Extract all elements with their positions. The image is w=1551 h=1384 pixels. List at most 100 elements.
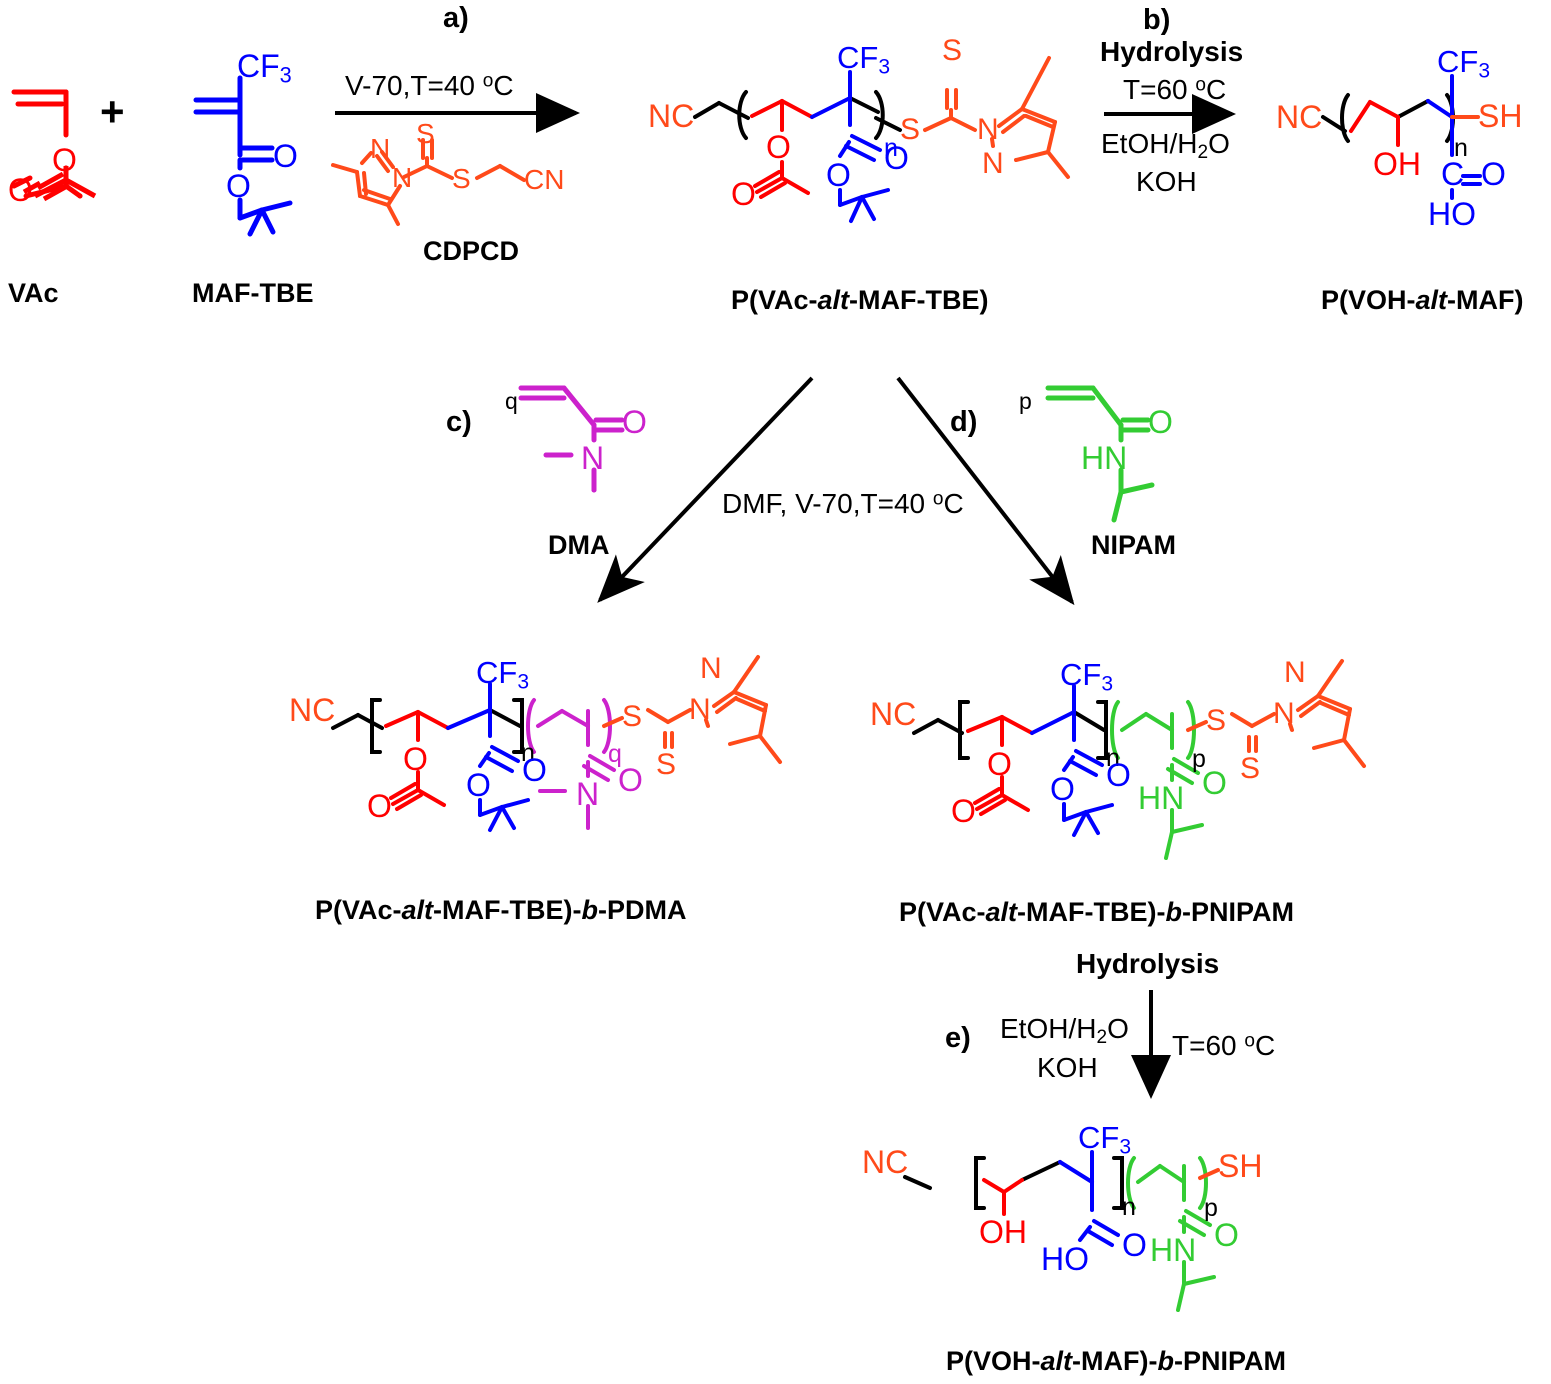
maf-tbe-caption: MAF-TBE <box>192 278 314 308</box>
nipam-carbonyl-oxygen: O <box>1148 404 1173 440</box>
p3-q-subscript: q <box>608 740 622 768</box>
condition-e-temp: T=60 oC <box>1172 1030 1276 1061</box>
vac-carbonyl-oxygen-label: O <box>8 172 33 208</box>
p4-maf-ester-oxygen: O <box>1050 771 1075 807</box>
p4-caption: P(VAc-alt-MAF-TBE)-b-PNIPAM <box>899 897 1294 927</box>
cdpcd-link-sulfur-label: S <box>452 163 471 194</box>
cdpcd-thiocarbonyl-sulfur-label: S <box>416 118 435 149</box>
p3-pyrazole-n2: N <box>700 652 722 685</box>
p3-nitrile-label: NC <box>289 692 336 728</box>
p5-maf-unit <box>1058 1150 1120 1247</box>
dma-repeat-q: q <box>505 388 518 414</box>
p4-nitrile-label: NC <box>870 696 917 732</box>
cdpcd-structure <box>331 138 526 226</box>
p3-dma-block <box>526 698 616 830</box>
p4-vac-ester-oxygen: O <box>987 746 1012 782</box>
dma-caption: DMA <box>548 530 610 560</box>
condition-b-temp: T=60 oC <box>1123 74 1227 105</box>
p1-pyrazole-n2: N <box>982 147 1004 180</box>
p1-vac-ester-oxygen: O <box>766 129 791 165</box>
p5-sh-end <box>1198 1168 1220 1180</box>
p1-link-sulfur: S <box>900 113 921 146</box>
p3-link-sulfur: S <box>622 700 643 733</box>
p5-n-subscript: n <box>1122 1193 1136 1221</box>
nipam-repeat-p: p <box>1019 388 1032 414</box>
dma-structure <box>518 385 625 493</box>
p4-maf-unit <box>1030 684 1114 837</box>
p3-maf-unit <box>446 682 530 832</box>
p2-nitrile-label: NC <box>1276 99 1323 135</box>
hydrolysis-title-e: Hydrolysis <box>1076 948 1220 979</box>
p1-maf-carbonyl-oxygen: O <box>884 140 909 176</box>
p5-caption: P(VOH-alt-MAF)-b-PNIPAM <box>946 1346 1286 1376</box>
p1-cf3-label: CF3 <box>837 40 891 79</box>
p4-n-subscript: n <box>1106 744 1120 772</box>
p1-vac-carbonyl-oxygen: O <box>731 176 756 212</box>
p4-nipam-block <box>1110 700 1204 860</box>
step-label-e: e) <box>945 1022 971 1054</box>
cdpcd-n2-label: N <box>370 133 391 164</box>
p4-cf3-label: CF3 <box>1060 657 1114 696</box>
p4-backbone <box>912 700 1108 760</box>
p3-backbone <box>331 698 524 754</box>
step-label-b: b) <box>1143 4 1171 36</box>
step-label-c: c) <box>446 406 472 438</box>
p2-backbone <box>1321 93 1455 143</box>
p1-pyrazole-n1: N <box>977 113 999 146</box>
p3-cf3-label: CF3 <box>476 655 530 694</box>
condition-e-solvent: EtOH/H2O <box>1000 1013 1129 1048</box>
p1-caption: P(VAc-alt-MAF-TBE) <box>731 285 989 315</box>
dma-carbonyl-oxygen: O <box>622 404 647 440</box>
p5-nipam-block <box>1126 1156 1216 1312</box>
p4-pyrazole-n1: N <box>1273 697 1295 730</box>
p4-p-subscript: p <box>1192 745 1206 773</box>
condition-middle: DMF, V-70,T=40 oC <box>722 488 964 519</box>
p2-carboxyl-c: C <box>1441 156 1465 192</box>
nipam-structure <box>1045 385 1155 523</box>
step-label-a: a) <box>443 2 469 34</box>
p3-thio-sulfur: S <box>656 748 677 781</box>
condition-a-above: V-70,T=40 oC <box>345 70 514 101</box>
vac-bonds <box>22 166 97 199</box>
arrow-d <box>896 376 1075 606</box>
p5-nipam-amide-hn: HN <box>1150 1232 1197 1268</box>
p5-voh-unit <box>982 1178 1024 1216</box>
step-label-d: d) <box>950 406 978 438</box>
p5-cf3-label: CF3 <box>1078 1120 1132 1159</box>
p4-thio-sulfur: S <box>1240 752 1261 785</box>
p5-p-subscript: p <box>1204 1194 1218 1222</box>
hydrolysis-title-b: Hydrolysis <box>1100 36 1244 67</box>
p3-raft-end <box>602 655 782 764</box>
p1-raft-end <box>923 56 1070 179</box>
p5-nipam-carbonyl-oxygen: O <box>1214 1217 1239 1253</box>
p4-vac-carbonyl-oxygen: O <box>951 793 976 829</box>
p3-maf-carbonyl-oxygen: O <box>522 752 547 788</box>
nipam-caption: NIPAM <box>1091 530 1176 560</box>
p3-dma-nitrogen: N <box>576 776 600 812</box>
p3-vac-unit <box>384 710 450 811</box>
p4-link-sulfur: S <box>1206 704 1227 737</box>
p2-cf3-label: CF3 <box>1437 44 1491 83</box>
cdpcd-caption: CDPCD <box>423 236 520 266</box>
p5-nitrile-label: NC <box>862 1144 909 1180</box>
vac-caption: VAc <box>8 278 59 308</box>
p3-maf-ester-oxygen: O <box>466 767 491 803</box>
maf-tbe-structure <box>193 75 293 237</box>
condition-e-base: KOH <box>1037 1052 1098 1083</box>
p4-raft-end <box>1186 659 1366 768</box>
p3-pyrazole-n1: N <box>689 693 711 726</box>
p5-thiol-label: SH <box>1218 1148 1263 1184</box>
p2-voh-unit <box>1349 100 1400 147</box>
p5-backbone <box>903 1156 1124 1210</box>
vac-carbonyl-double <box>36 171 71 202</box>
p1-maf-ester-oxygen: O <box>826 157 851 193</box>
plus-sign: + <box>100 88 125 135</box>
p2-thiol-label: SH <box>1478 98 1523 134</box>
p2-maf-unit <box>1426 74 1482 200</box>
p1-nitrile-label: NC <box>648 98 695 134</box>
arrow-c <box>597 376 814 603</box>
p2-hydroxyl-label: OH <box>1373 146 1421 182</box>
p3-vac-carbonyl-oxygen: O <box>367 788 392 824</box>
maf-cf3-label: CF3 <box>237 48 292 88</box>
